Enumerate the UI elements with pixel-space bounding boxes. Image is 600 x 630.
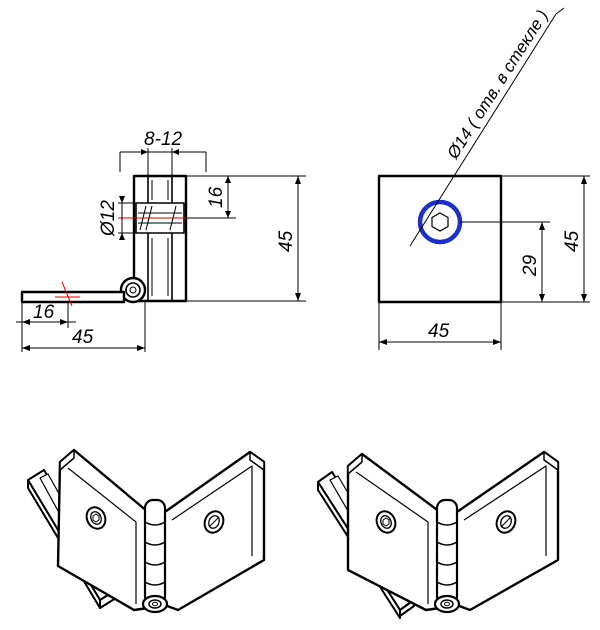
dim-leaf-offset-label: 16 [33, 302, 55, 323]
dim-diameter-label: Ø12 [98, 200, 119, 237]
dim-hole-height-label: 29 [520, 254, 541, 277]
dim-depth-label: 16 [206, 186, 227, 208]
hole-callout-label: Ø14 ( отв. в стекле ) [443, 7, 552, 163]
hinge-isometric-left [27, 448, 266, 614]
front-view: Ø14 ( отв. в стекле ) 29 45 45 [377, 7, 590, 350]
dim-front-height-label: 45 [562, 230, 583, 252]
hinge-isometric-right [317, 450, 560, 619]
dim-gap-label: 8-12 [144, 129, 182, 150]
hex-socket-icon [431, 212, 449, 232]
side-view: 8-12 16 Ø12 45 16 45 [16, 129, 306, 352]
dim-front-width-label: 45 [428, 321, 450, 342]
dim-height-label: 45 [276, 230, 297, 252]
dim-leaf-length-label: 45 [72, 327, 94, 348]
